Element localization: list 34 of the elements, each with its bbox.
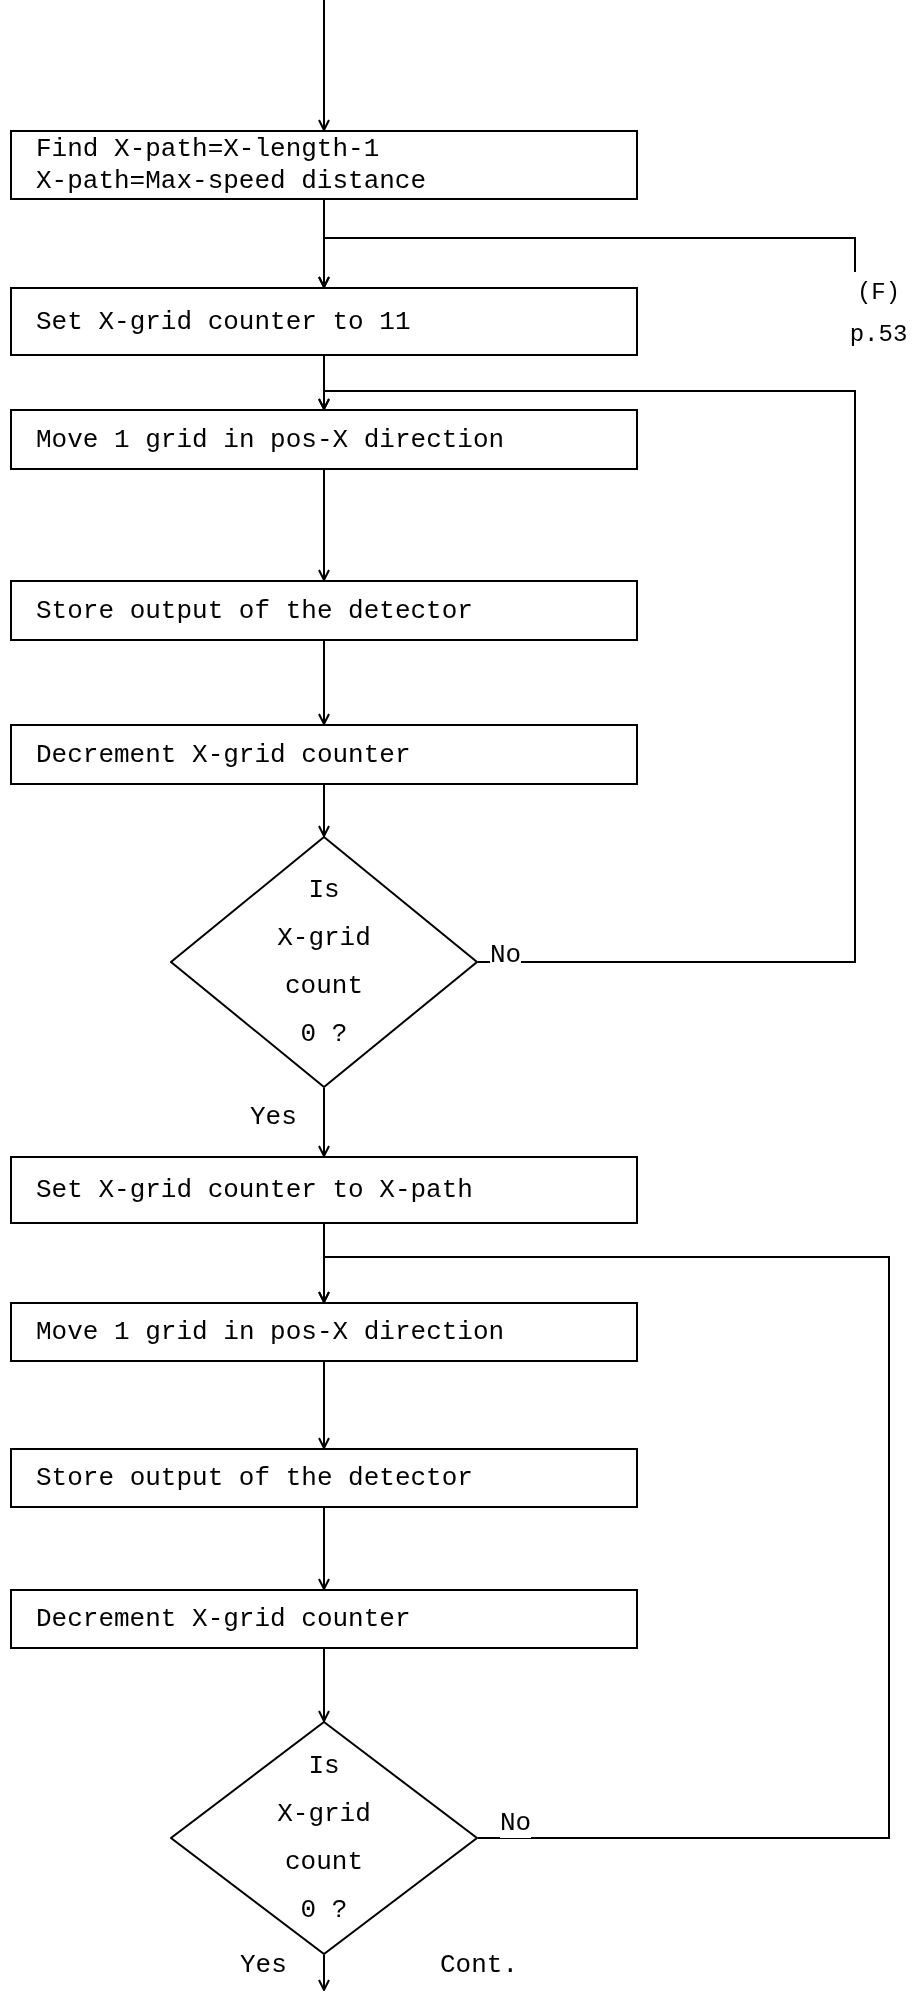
arrow	[318, 237, 856, 288]
process-box	[10, 724, 638, 785]
process-box	[10, 409, 638, 470]
arrow	[318, 390, 856, 963]
arrow	[318, 640, 330, 725]
arrow	[318, 1087, 330, 1157]
process-text: Move 1 grid in pos-X direction	[36, 1316, 506, 1348]
arrow	[318, 1954, 330, 1991]
continuation-note: Cont.	[440, 1950, 518, 1980]
process-text: Move 1 grid in pos-X direction	[36, 423, 506, 456]
process-text: Set X-grid counter to 11	[36, 305, 412, 338]
process-box	[10, 1302, 638, 1362]
process-text: Decrement X-grid counter	[36, 738, 412, 771]
decision-text: Is X-grid count 0 ?	[276, 1750, 372, 1927]
process-box	[10, 1448, 638, 1508]
process-box	[10, 1589, 638, 1649]
process-box	[10, 1156, 638, 1224]
arrow	[318, 1507, 330, 1590]
arrow	[318, 784, 330, 837]
arrow	[318, 0, 330, 131]
process-text: Decrement X-grid counter	[36, 1603, 412, 1635]
process-text: Find X-path=X-length-1 X-path=Max-speed distance	[36, 133, 428, 197]
process-text: Set X-grid counter to X-path	[36, 1174, 474, 1206]
arrow	[318, 1361, 330, 1449]
process-box	[10, 287, 638, 356]
process-box	[10, 130, 638, 200]
process-box	[10, 580, 638, 641]
process-text: Store output of the detector	[36, 1462, 474, 1494]
decision-text: Is X-grid count 0 ?	[276, 874, 372, 1051]
arrow	[318, 1648, 330, 1722]
arrow	[318, 469, 330, 581]
process-text: Store output of the detector	[36, 594, 474, 627]
page-reference: (F) p.53	[849, 278, 908, 350]
arrow	[318, 1256, 890, 1839]
